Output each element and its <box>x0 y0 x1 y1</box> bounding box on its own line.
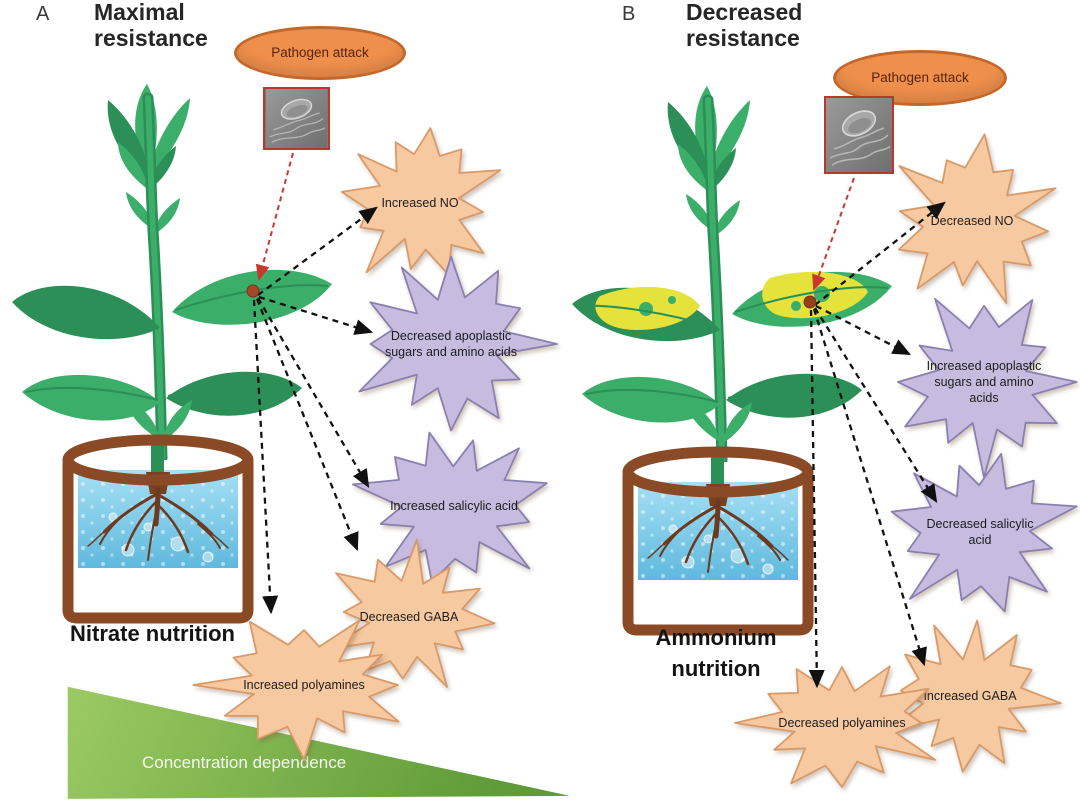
burst-increased-apoplastic-sugars: Increased apoplastic sugars and amino ac… <box>883 283 1080 481</box>
nitrate-nutrition-label: Nitrate nutrition <box>70 621 235 646</box>
burst-decreased-apoplastic-sugars: Decreased apoplastic sugars and amino ac… <box>342 246 560 442</box>
burst-decreased-apoplastic-sugars-label: Decreased apoplastic sugars and amino ac… <box>384 328 518 359</box>
burst-decreased-salicylic-acid-label: Decreased salicylic acid <box>926 516 1034 547</box>
burst-increased-no: Increased NO <box>330 112 510 294</box>
burst-increased-polyamines-label: Increased polyamines <box>243 677 365 692</box>
burst-increased-no-label: Increased NO <box>381 195 459 210</box>
bacterium-sem-image-a <box>263 87 330 150</box>
pathogen-attack-oval-a: Pathogen attack <box>234 26 406 80</box>
panel-b-letter: B <box>622 3 636 25</box>
hydroponic-pot-b <box>622 446 814 636</box>
concentration-dependence-label: Concentration dependence <box>142 753 347 772</box>
burst-increased-salicylic-acid-label: Increased salicylic acid <box>390 498 518 513</box>
panel-b-title: Decreased resistance <box>686 0 803 51</box>
burst-decreased-salicylic-acid: Decreased salicylic acid <box>876 436 1080 628</box>
panel-a-title: Maximal resistance <box>94 0 208 51</box>
ammonium-nutrition-label: Ammonium nutrition <box>655 625 777 681</box>
burst-decreased-polyamines: Decreased polyamines <box>731 646 953 800</box>
burst-increased-polyamines: Increased polyamines <box>188 606 420 764</box>
panel-a-letter: A <box>36 3 50 25</box>
burst-increased-gaba-label: Increased GABA <box>923 688 1017 703</box>
bacterium-sem-image-b <box>824 96 894 174</box>
burst-decreased-gaba: Decreased GABA <box>315 536 503 698</box>
hydroponic-pot-a <box>62 434 254 624</box>
burst-decreased-gaba-label: Decreased GABA <box>359 609 459 624</box>
burst-decreased-no-label: Decreased NO <box>930 213 1014 228</box>
burst-increased-salicylic-acid: Increased salicylic acid <box>346 413 562 599</box>
burst-increased-apoplastic-sugars-label: Increased apoplastic sugars and amino ac… <box>926 358 1042 406</box>
burst-decreased-polyamines-label: Decreased polyamines <box>778 715 906 730</box>
